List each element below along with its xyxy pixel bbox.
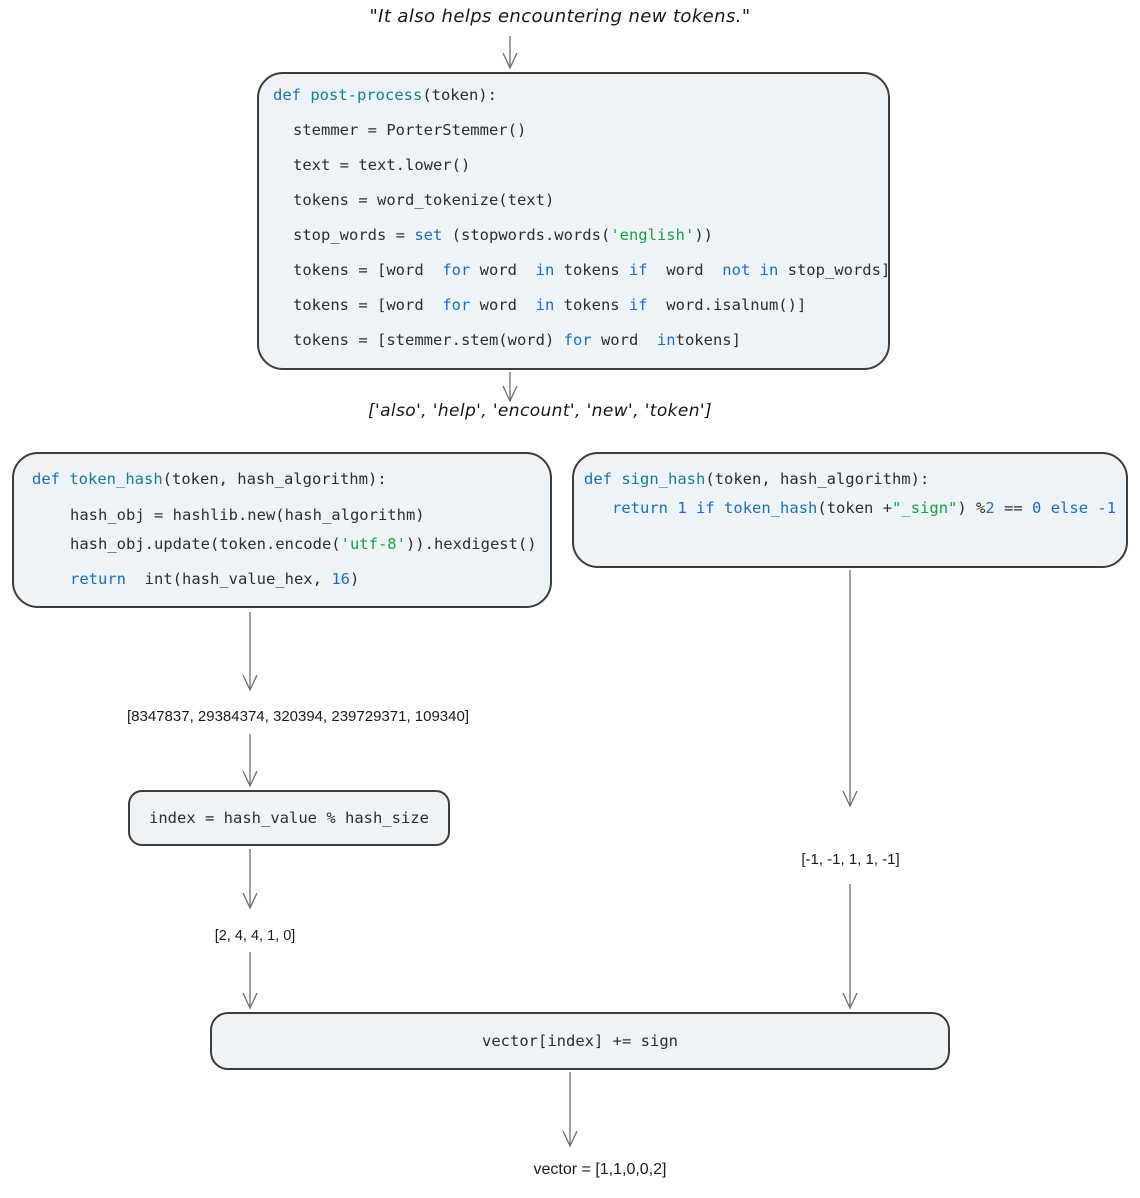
code-line: tokens = word_tokenize(text) xyxy=(293,191,555,209)
code-line: def post-process(token): xyxy=(273,86,497,104)
arrow-signhash-to-signvalues xyxy=(842,570,858,808)
arrow-indexbox-to-indexvalues xyxy=(242,849,258,910)
hash-values-label: [8347837, 29384374, 320394, 239729371, 1… xyxy=(127,708,469,725)
code-line: return 1 if token_hash(token +"_sign") %… xyxy=(612,499,1117,517)
index-values-label: [2, 4, 4, 1, 0] xyxy=(214,928,296,944)
code-line: hash_obj.update(token.encode('utf-8')).h… xyxy=(70,535,537,553)
result-vector-label: vector = [1,1,0,0,2] xyxy=(533,1161,667,1178)
sign-values-label: [-1, -1, 1, 1, -1] xyxy=(801,851,900,868)
code-line: vector[index] += sign xyxy=(482,1032,678,1050)
arrow-signvalues-to-vectorbox xyxy=(842,884,858,1010)
code-block-sign-hash: def sign_hash(token, hash_algorithm): re… xyxy=(572,452,1128,568)
code-line: text = text.lower() xyxy=(293,156,471,174)
vector-update-box: vector[index] += sign xyxy=(210,1012,950,1070)
arrow-indexvalues-to-vectorbox xyxy=(242,952,258,1010)
index-assignment-box: index = hash_value % hash_size xyxy=(128,790,450,846)
code-line: stop_words = set (stopwords.words('engli… xyxy=(293,226,713,244)
tokens-list-label: ['also', 'help', 'encount', 'new', 'toke… xyxy=(367,401,713,421)
arrow-hashvalues-to-indexbox xyxy=(242,734,258,788)
arrow-tokenhash-to-hashvalues xyxy=(242,612,258,692)
quote-text: "It also helps encountering new tokens." xyxy=(369,6,751,27)
code-line: return int(hash_value_hex, 16) xyxy=(70,570,360,588)
code-line: def sign_hash(token, hash_algorithm): xyxy=(584,470,930,488)
code-block-token-hash: def token_hash(token, hash_algorithm): h… xyxy=(12,452,552,608)
code-line: tokens = [word for word in tokens if wor… xyxy=(293,261,891,279)
code-line: def token_hash(token, hash_algorithm): xyxy=(32,470,387,488)
arrow-postprocess-to-tokens xyxy=(502,372,518,403)
arrow-quote-to-postprocess xyxy=(502,36,518,70)
code-line: index = hash_value % hash_size xyxy=(149,809,429,827)
code-line: tokens = [stemmer.stem(word) for word in… xyxy=(293,331,741,349)
code-line: hash_obj = hashlib.new(hash_algorithm) xyxy=(70,506,425,524)
arrow-vectorbox-to-result xyxy=(562,1072,578,1148)
code-line: tokens = [word for word in tokens if wor… xyxy=(293,296,807,314)
code-block-post-process: def post-process(token): stemmer = Porte… xyxy=(257,72,890,370)
code-line: stemmer = PorterStemmer() xyxy=(293,121,527,139)
